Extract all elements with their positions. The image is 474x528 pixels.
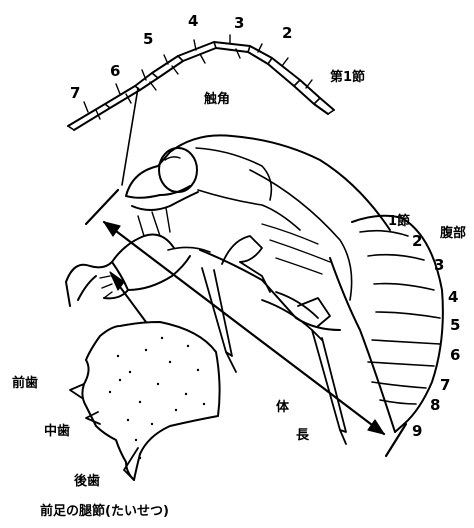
antenna-segment-5-label: 5 bbox=[143, 30, 153, 48]
abdomen-segment-8-label: 8 bbox=[430, 396, 440, 414]
abdomen-segment-1-label: 1節 bbox=[388, 210, 410, 229]
antenna-segment-4-label: 4 bbox=[188, 12, 198, 30]
abdomen-segment-6-label: 6 bbox=[450, 346, 460, 364]
femur-detail bbox=[70, 272, 220, 480]
body-length-label-char-2: 長 bbox=[296, 424, 309, 443]
eye bbox=[159, 148, 197, 192]
abdomen-label: 腹部 bbox=[440, 222, 466, 241]
rear-tooth-label: 後歯 bbox=[74, 470, 100, 489]
femur-stipple bbox=[109, 337, 205, 459]
antenna-segment-6-label: 6 bbox=[110, 62, 120, 80]
front-tooth-label: 前歯 bbox=[12, 372, 38, 391]
antenna-segment-7-label: 7 bbox=[70, 84, 80, 102]
antenna-segment-3-label: 3 bbox=[234, 14, 244, 32]
foreleg-drawing bbox=[66, 235, 190, 307]
legs bbox=[202, 236, 346, 444]
foreleg-femur-caption: 前足の腿節(たいせつ) bbox=[40, 500, 169, 519]
antenna-first-segment-label: 第1節 bbox=[330, 66, 365, 85]
abdomen-segment-9-label: 9 bbox=[412, 422, 422, 440]
abdomen-segments bbox=[360, 231, 440, 404]
abdomen-segment-4-label: 4 bbox=[448, 288, 458, 306]
abdomen-segment-7-label: 7 bbox=[440, 376, 450, 394]
abdomen-segment-3-label: 3 bbox=[434, 256, 444, 274]
abdomen-segment-2-label: 2 bbox=[412, 232, 422, 250]
abdomen-segment-5-label: 5 bbox=[450, 316, 460, 334]
middle-tooth-label: 中歯 bbox=[44, 420, 70, 439]
body-length-label-char-1: 体 bbox=[276, 396, 289, 415]
antenna-drawing bbox=[68, 35, 334, 130]
antenna-segment-2-label: 2 bbox=[282, 24, 292, 42]
antenna-label: 触角 bbox=[204, 88, 230, 107]
